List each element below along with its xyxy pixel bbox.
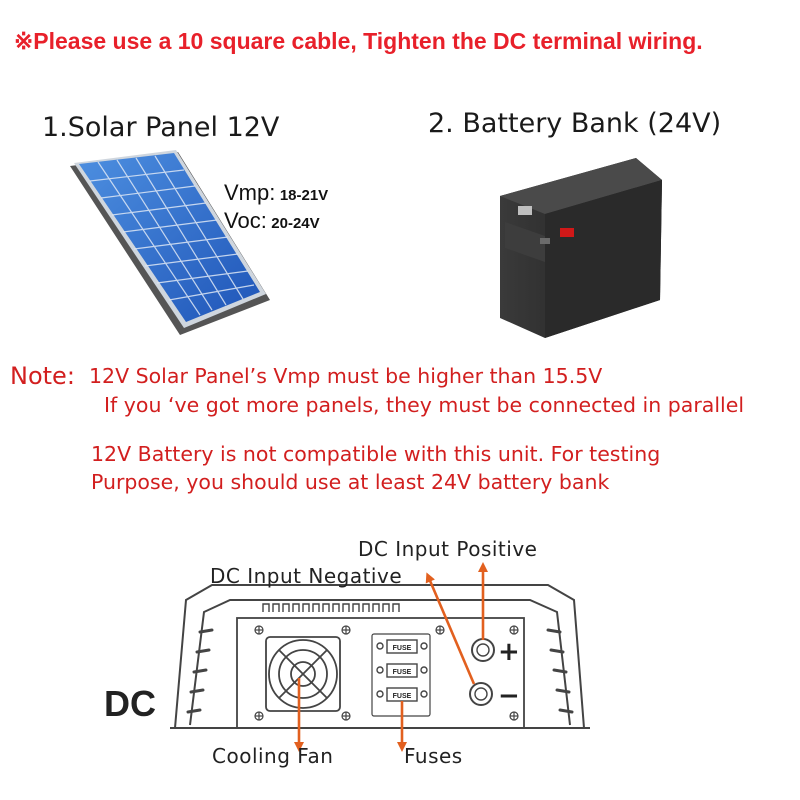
vmp-label: Vmp:	[224, 180, 276, 205]
fuse-text-group: FUSE FUSE FUSE	[393, 645, 412, 700]
top-vent	[262, 603, 400, 612]
dc-input-positive-label: DC Input Positive	[358, 537, 538, 561]
dc-negative-terminal	[469, 682, 493, 706]
callout-arrows	[294, 562, 488, 752]
battery-bank-heading: 2. Battery Bank (24V)	[428, 108, 722, 139]
vmp-value: 18-21V	[279, 187, 329, 204]
minus-sign: −	[498, 681, 520, 711]
fuse-label-1: FUSE	[393, 645, 412, 652]
fuse-holders	[371, 633, 431, 717]
cooling-fan-label: Cooling Fan	[212, 744, 334, 768]
side-fins-right	[546, 628, 574, 714]
note-line-parallel: If you ‘ve got more panels, they must be…	[104, 393, 745, 417]
note-line-battery: 12V Battery is not compatible with this …	[91, 442, 661, 466]
cable-warning: ※Please use a 10 square cable, Tighten t…	[14, 28, 703, 54]
note-line-purpose: Purpose, you should use at least 24V bat…	[91, 470, 610, 494]
solar-panel-illustration	[70, 150, 270, 335]
voc-spec: Voc: 20-24V	[224, 208, 320, 234]
solar-panel-heading: 1.Solar Panel 12V	[42, 112, 280, 143]
note-label: Note:	[10, 362, 75, 390]
plus-sign: +	[498, 637, 520, 667]
fuse-label-3: FUSE	[393, 693, 412, 700]
cooling-fan-grille	[265, 636, 341, 712]
side-fins-left	[186, 628, 214, 714]
vmp-spec: Vmp: 18-21V	[224, 180, 328, 206]
inverter-body	[170, 584, 590, 729]
battery-illustration	[500, 158, 662, 338]
note-line-vmp: 12V Solar Panel’s Vmp must be higher tha…	[89, 364, 603, 388]
screws	[254, 625, 519, 721]
voc-value: 20-24V	[271, 215, 320, 232]
arrow-dc-negative	[425, 572, 476, 685]
battery-positive-terminal	[560, 228, 574, 237]
voc-label: Voc:	[224, 208, 267, 233]
dc-input-negative-label: DC Input Negative	[210, 564, 403, 588]
fuses-label: Fuses	[404, 744, 463, 768]
fuse-label-2: FUSE	[393, 669, 412, 676]
battery-negative-terminal	[518, 206, 532, 215]
dc-label: DC	[104, 683, 156, 724]
dc-positive-terminal	[471, 638, 495, 662]
